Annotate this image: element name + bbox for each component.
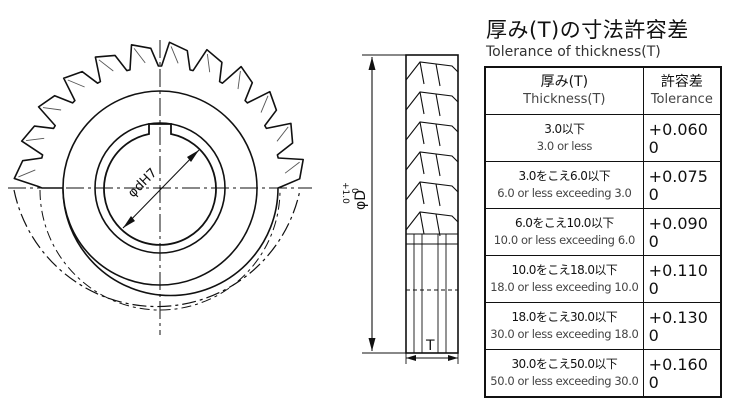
tolerance-upper: +0.090: [648, 213, 708, 233]
tolerance-upper: +0.075: [648, 166, 708, 186]
thickness-range-en: 18.0 or less exceeding 10.0: [490, 280, 639, 294]
thickness-header-jp: 厚み(T): [540, 74, 589, 90]
thickness-label: T: [425, 338, 435, 354]
thickness-range-jp: 6.0をこえ10.0以下: [515, 216, 614, 230]
thickness-range-jp: 10.0をこえ18.0以下: [511, 263, 618, 277]
thickness-cell: 6.0をこえ10.0以下 10.0 or less exceeding 6.0: [484, 208, 644, 256]
thickness-range-en: 10.0 or less exceeding 6.0: [493, 233, 636, 247]
diameter-label: φD: [353, 190, 369, 210]
tooth-face-line: [18, 169, 36, 178]
thickness-range-jp: 30.0をこえ50.0以下: [511, 357, 618, 371]
t-arrow-right: [448, 355, 458, 361]
tooth-face-line: [98, 59, 114, 72]
thickness-range-en: 6.0 or less exceeding 3.0: [497, 186, 632, 200]
tooth-face-line: [276, 126, 289, 142]
side-teeth: [405, 61, 459, 237]
tolerance-header-jp: 許容差: [660, 74, 703, 90]
tooth-faces: [18, 46, 300, 178]
inner-dashed-arc: [39, 189, 281, 311]
tooth-face-line: [133, 48, 146, 64]
tolerance-upper: +0.130: [648, 307, 708, 327]
bore-arrow-2: [187, 150, 199, 162]
tooth-face-line: [284, 161, 300, 174]
tolerance-upper: +0.060: [648, 119, 708, 139]
thickness-cell: 10.0をこえ18.0以下 18.0 or less exceeding 10.0: [484, 255, 644, 303]
tooth-face-line: [237, 70, 241, 90]
table-row: 10.0をこえ18.0以下 18.0 or less exceeding 10.0…: [484, 255, 722, 303]
bore-dimension-line: [122, 149, 200, 229]
tolerance-lower: 0: [648, 325, 659, 345]
thickness-cell: 3.0以下 3.0 or less: [484, 114, 644, 162]
bore-arrow-1: [123, 216, 135, 228]
tooth-face-line: [26, 137, 45, 142]
diameter-tol-plus: +1.0: [340, 182, 350, 204]
thickness-range-jp: 3.0以下: [544, 122, 585, 136]
side-body: [405, 54, 459, 354]
thickness-cell: 3.0をこえ6.0以下 6.0 or less exceeding 3.0: [484, 161, 644, 209]
dia-arrow-top: [368, 57, 376, 70]
side-tooth: [405, 181, 459, 207]
side-tooth: [405, 61, 459, 87]
dia-arrow-bottom: [368, 338, 376, 351]
side-view: [362, 54, 459, 364]
table-header-row: 厚み(T) Thickness(T) 許容差 Tolerance: [484, 66, 722, 115]
t-arrow-left: [406, 355, 416, 361]
tooth-face-line: [170, 46, 179, 64]
table-title-jp: 厚み(T)の寸法許容差: [486, 18, 689, 42]
tolerance-lower: 0: [648, 184, 659, 204]
tolerance-lower: 0: [648, 372, 659, 392]
thickness-header: 厚み(T) Thickness(T): [484, 66, 644, 115]
side-tooth: [405, 211, 459, 237]
thickness-range-jp: 18.0をこえ30.0以下: [511, 310, 618, 324]
thickness-cell: 18.0をこえ30.0以下 30.0 or less exceeding 18.0: [484, 302, 644, 350]
table-title-en: Tolerance of thickness(T): [486, 44, 661, 60]
tolerance-upper: +0.110: [648, 260, 708, 280]
thickness-cell: 30.0をこえ50.0以下 50.0 or less exceeding 30.0: [484, 349, 644, 398]
front-view: [8, 40, 312, 335]
tooth-face-line: [67, 79, 85, 88]
cutter-drawing: φdH7 φD +1.0 0 T: [8, 40, 459, 364]
tooth-face-line: [260, 95, 269, 113]
tolerance-lower: 0: [648, 278, 659, 298]
table-row: 3.0をこえ6.0以下 6.0 or less exceeding 3.0 +0.0…: [484, 161, 722, 209]
thickness-range-en: 50.0 or less exceeding 30.0: [490, 374, 639, 388]
tolerance-lower: 0: [648, 231, 659, 251]
thickness-range-en: 30.0 or less exceeding 18.0: [490, 327, 639, 341]
tooth-face-line: [42, 107, 62, 111]
side-tooth: [405, 121, 459, 147]
tolerance-lower: 0: [648, 137, 659, 157]
side-tooth: [405, 91, 459, 117]
tolerance-header: 許容差 Tolerance: [642, 66, 722, 115]
side-tooth: [405, 151, 459, 177]
tolerance-upper: +0.160: [648, 354, 708, 374]
thickness-range-jp: 3.0をこえ6.0以下: [518, 169, 611, 183]
tooth-face-line: [206, 54, 211, 73]
tolerance-header-en: Tolerance: [650, 92, 713, 107]
bore-with-keyway: [103, 123, 217, 246]
table-row: 18.0をこえ30.0以下 30.0 or less exceeding 18.0…: [484, 302, 722, 350]
diameter-tol-zero: 0: [349, 188, 359, 194]
thickness-range-en: 3.0 or less: [536, 139, 593, 153]
outer-dashed-arc: [13, 189, 301, 308]
table-row: 6.0をこえ10.0以下 10.0 or less exceeding 6.0 +0…: [484, 208, 722, 256]
table-row: 30.0をこえ50.0以下 50.0 or less exceeding 30.0…: [484, 349, 722, 398]
thickness-header-en: Thickness(T): [523, 92, 606, 107]
